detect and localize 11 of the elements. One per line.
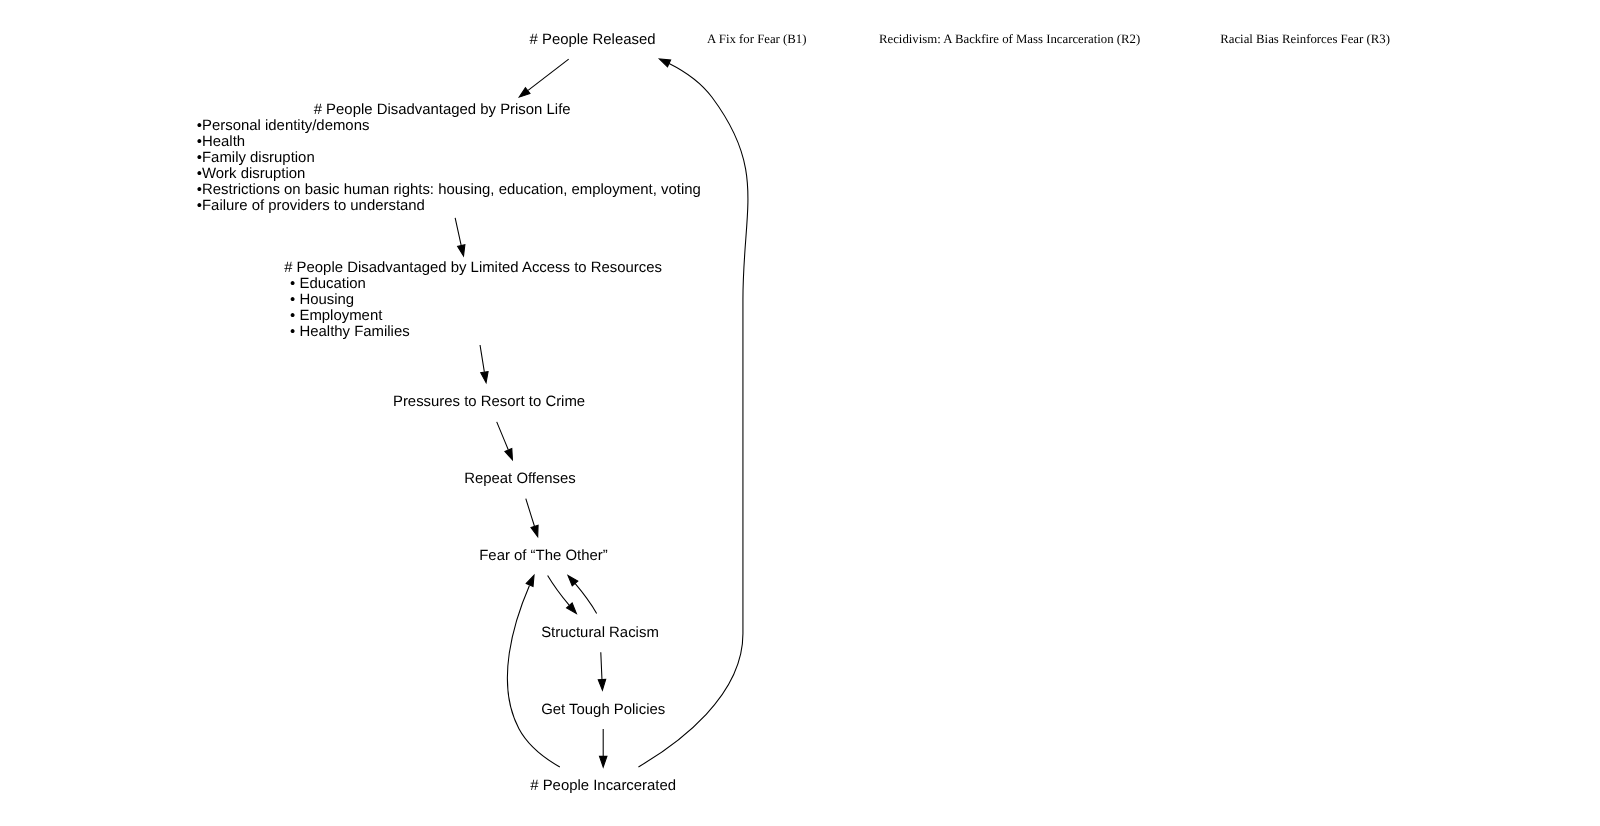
arrow bbox=[597, 651, 607, 692]
arrow bbox=[506, 573, 561, 768]
arrow bbox=[598, 728, 608, 769]
arrow bbox=[454, 217, 466, 258]
arrow bbox=[517, 58, 570, 99]
arrow bbox=[547, 574, 578, 615]
arrow bbox=[566, 574, 598, 614]
arrow bbox=[637, 58, 749, 768]
arrow bbox=[496, 421, 514, 462]
arrow bbox=[525, 498, 539, 539]
arrow bbox=[479, 344, 489, 385]
